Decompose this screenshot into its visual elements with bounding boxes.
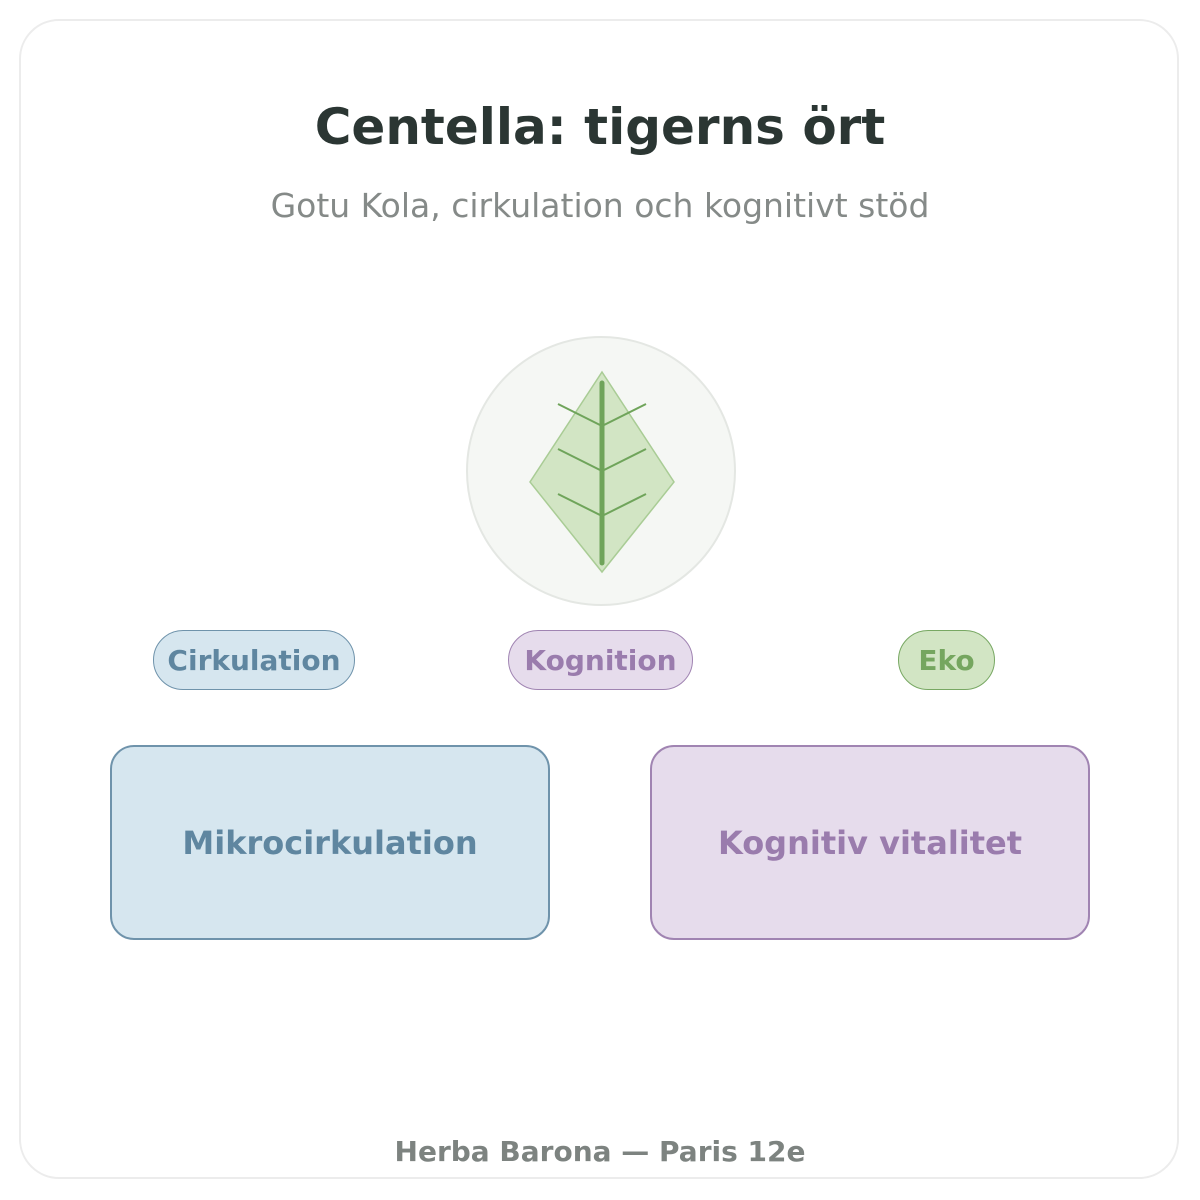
tag-cirkulation: Cirkulation bbox=[153, 630, 355, 690]
leaf-emblem bbox=[466, 336, 736, 606]
page-subtitle: Gotu Kola, cirkulation och kognitivt stö… bbox=[270, 186, 930, 225]
tag-kognition: Kognition bbox=[508, 630, 693, 690]
tag-eko: Eko bbox=[898, 630, 995, 690]
page-title: Centella: tigerns ört bbox=[314, 98, 886, 156]
card-kognitiv-vitalitet: Kognitiv vitalitet bbox=[650, 745, 1090, 940]
card-mikrocirkulation-label: Mikrocirkulation bbox=[182, 823, 478, 862]
card-kognitiv-vitalitet-label: Kognitiv vitalitet bbox=[717, 823, 1023, 862]
leaf-icon bbox=[529, 370, 675, 574]
card-mikrocirkulation: Mikrocirkulation bbox=[110, 745, 550, 940]
footer-credit: Herba Barona — Paris 12e bbox=[394, 1135, 806, 1168]
